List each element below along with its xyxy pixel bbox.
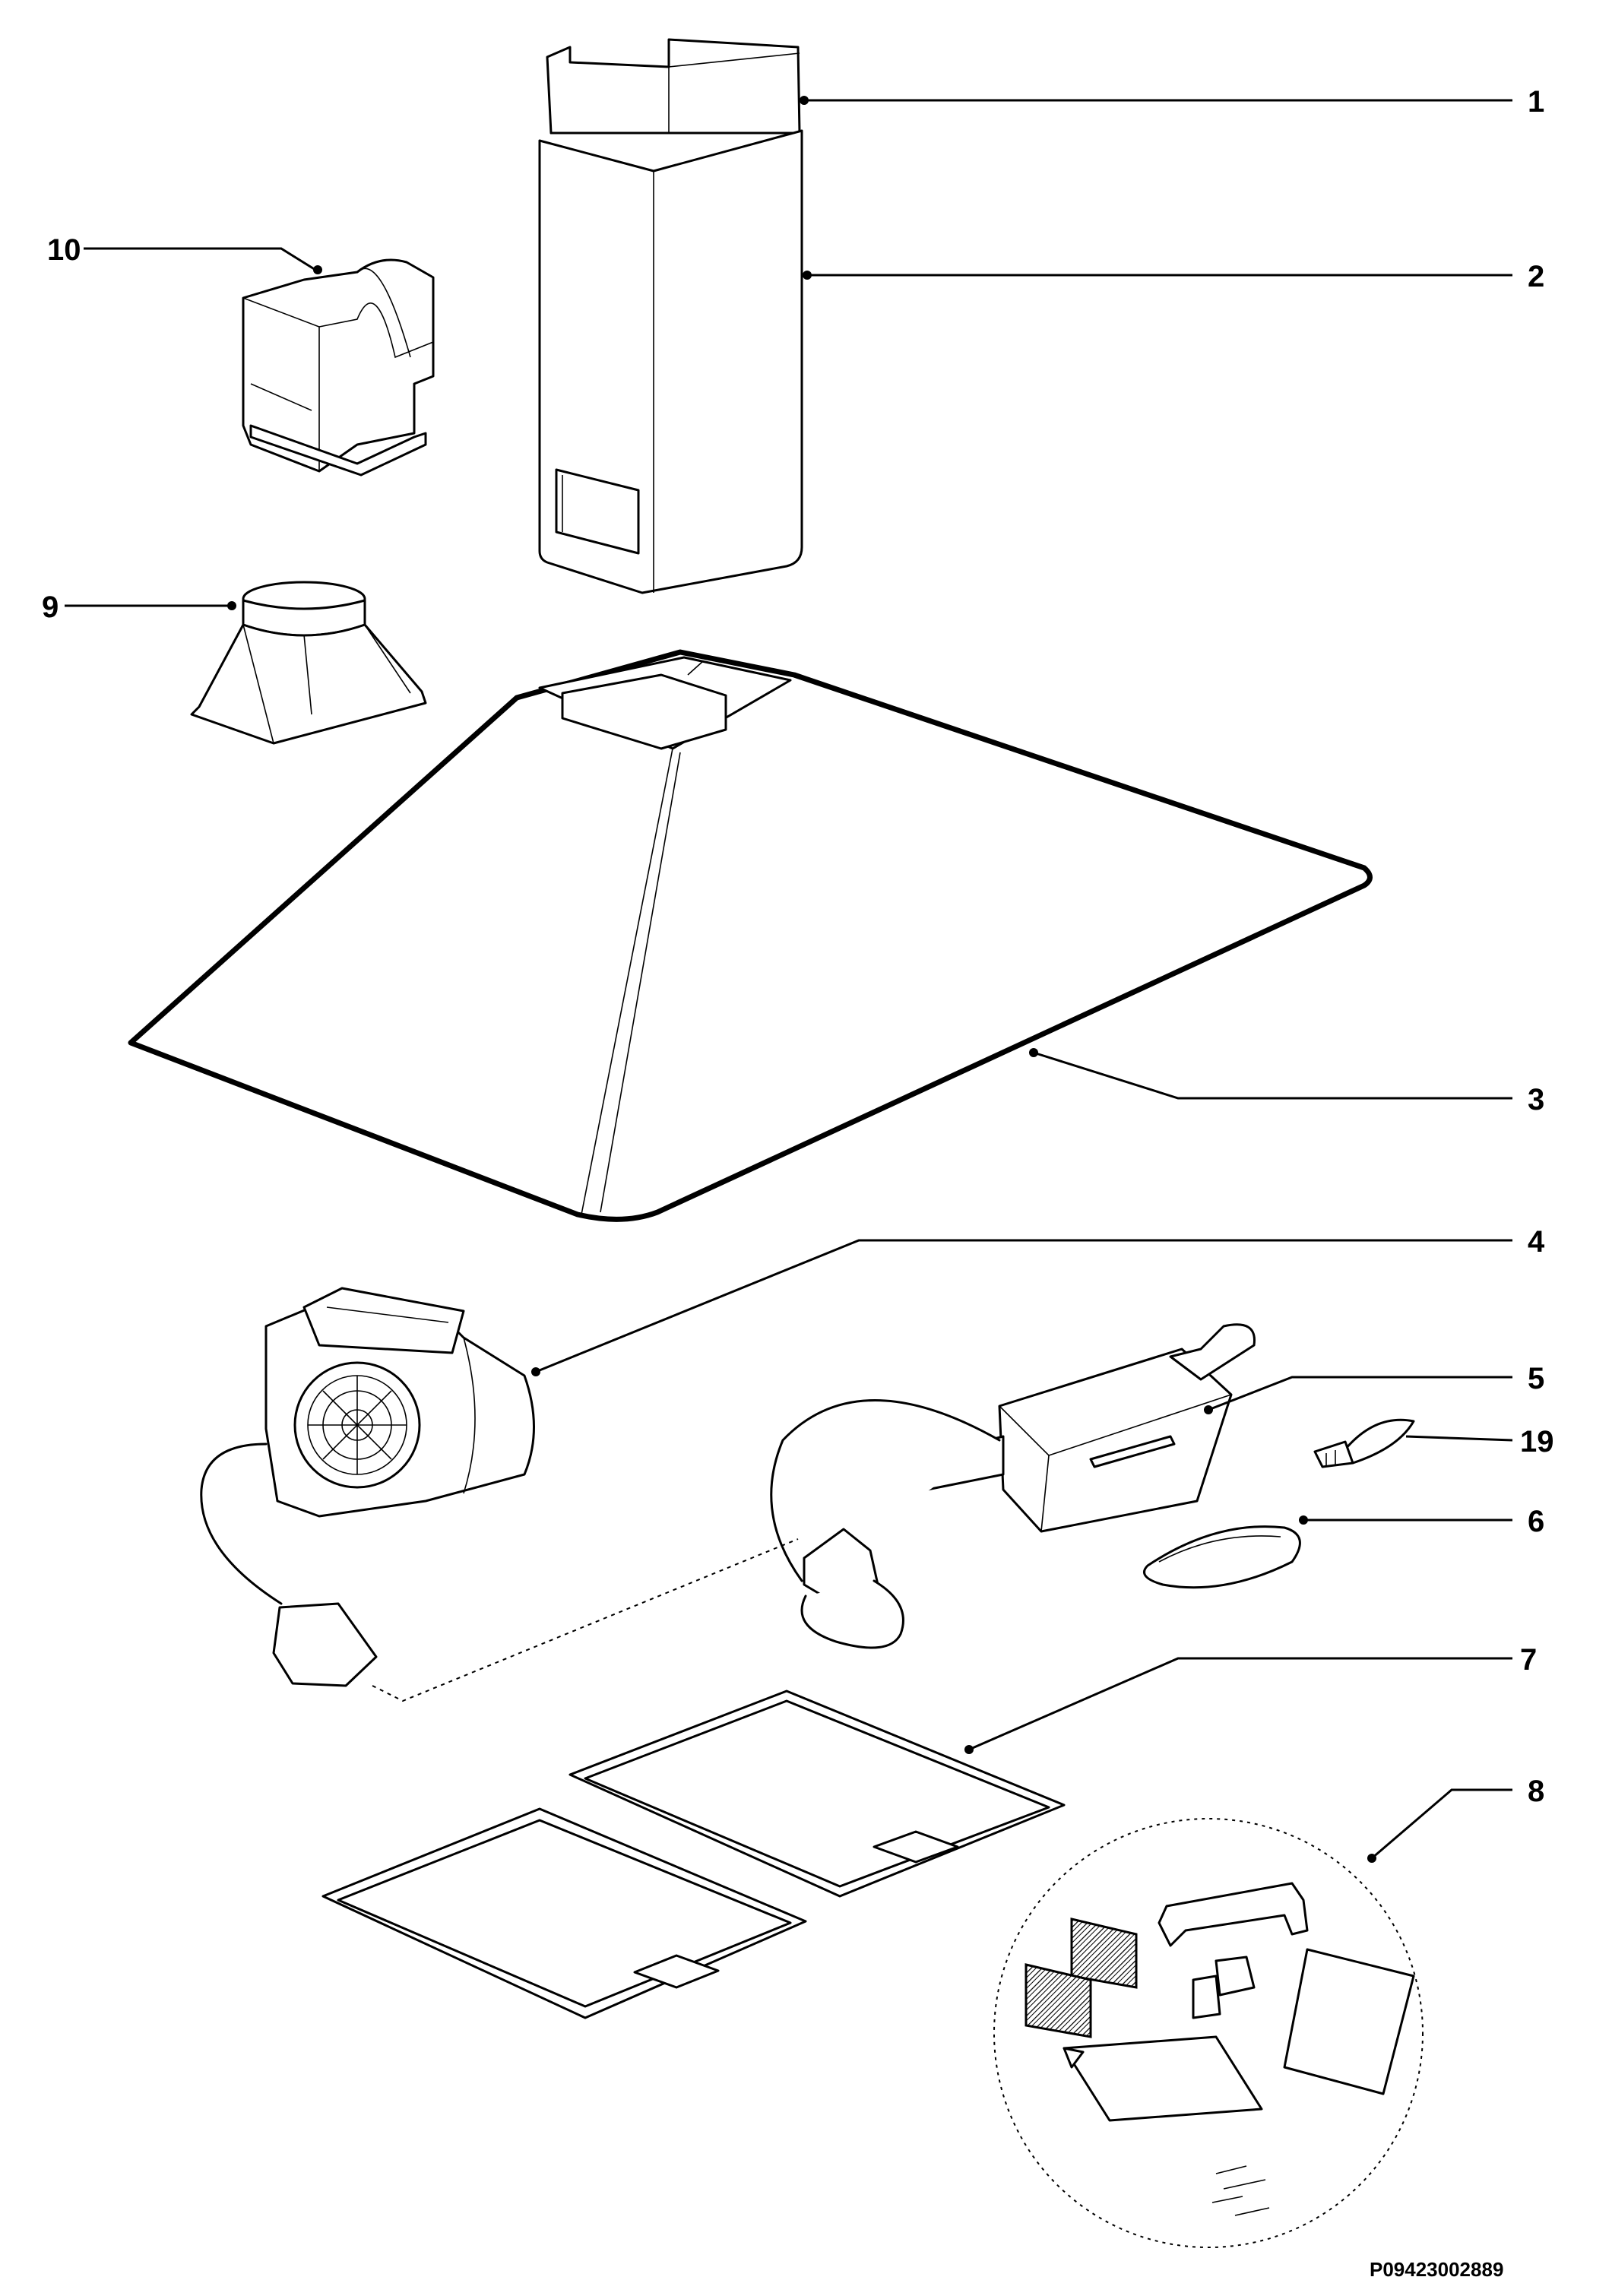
part-2-lower-chimney[interactable] [538, 129, 803, 594]
callout-label-4: 4 [1528, 1225, 1545, 1259]
part-9-spigot-adaptor[interactable] [190, 581, 427, 745]
part-5-control-module[interactable] [770, 1323, 1256, 1582]
callout-leaders [65, 96, 1513, 1863]
connection-dashed-line [372, 1538, 799, 1702]
part-1-upper-chimney[interactable] [546, 38, 801, 135]
callout-label-3: 3 [1528, 1083, 1544, 1116]
callout-label-7: 7 [1520, 1643, 1537, 1677]
part-8-fixing-kit[interactable] [993, 1818, 1424, 2248]
part-4-fan-motor[interactable] [200, 1287, 535, 1687]
callout-label-10: 10 [47, 233, 81, 267]
callout-label-9: 9 [42, 591, 59, 624]
part-10-air-diverter[interactable] [242, 258, 435, 477]
part-6-lamp-cover[interactable] [1143, 1525, 1301, 1589]
wiring-connector[interactable] [800, 1528, 904, 1649]
callout-label-6: 6 [1528, 1505, 1544, 1538]
callout-label-2: 2 [1528, 260, 1544, 293]
drawing-reference-code: P09423002889 [1370, 2258, 1503, 2281]
callout-label-8: 8 [1528, 1775, 1544, 1808]
callout-label-1: 1 [1528, 85, 1544, 119]
part-3-hood-canopy[interactable] [128, 649, 1373, 1222]
part-19-lamp-bulb[interactable] [1313, 1418, 1415, 1468]
callout-label-5: 5 [1528, 1362, 1544, 1395]
part-7-grease-filters[interactable] [321, 1690, 1066, 2019]
callout-label-19: 19 [1520, 1425, 1554, 1458]
